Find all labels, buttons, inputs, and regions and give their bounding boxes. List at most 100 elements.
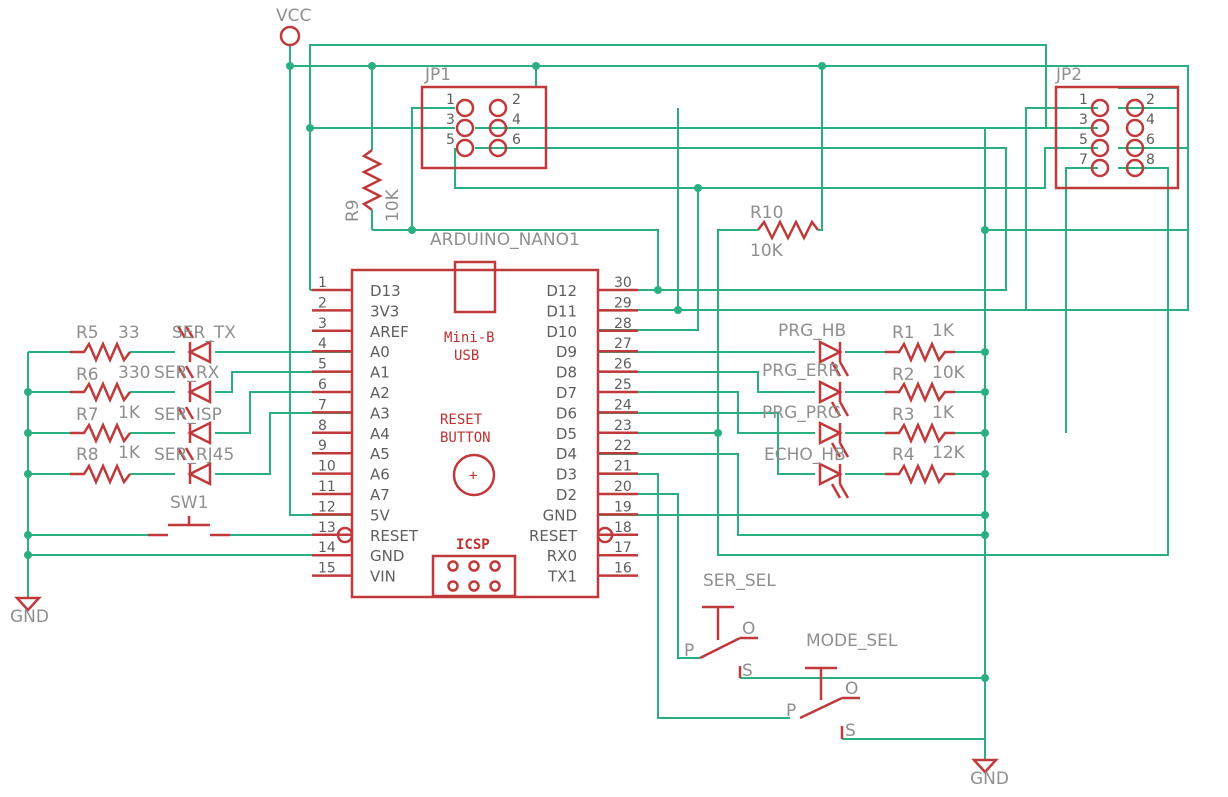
usb-label-2: USB [454,348,479,364]
jp1-pin-1: 1 [446,92,455,108]
arduino-right-pin-num: 23 [614,418,632,434]
arduino-right-pin-label: D11 [546,302,577,320]
led-ser-rj45-label: SER_RJ45 [154,445,234,465]
jp2-pin-3: 3 [1079,112,1088,128]
arduino-right-pin-label: D4 [556,445,577,463]
r4-name: R4 [892,445,915,465]
arduino-right-pin-label: D7 [556,384,577,402]
ser-sel-o: O [742,619,755,639]
jp1-pin-2: 2 [512,92,521,108]
arduino-left-pin-label: A0 [370,343,390,361]
led-prg-err-label: PRG_ERR [762,361,840,381]
led-ser-isp [176,406,212,446]
led-ser-rj45 [176,447,212,487]
arduino-right-pin-num: 24 [614,397,632,413]
arduino-right-pin-label: D8 [556,364,577,382]
r1-name: R1 [892,323,915,343]
r9-name: R9 [343,199,363,222]
arduino-left-pin-label: A2 [370,384,390,402]
jp2-name: JP2 [1055,65,1082,85]
svg-text:+: + [469,468,477,484]
arduino-right-pin-num: 30 [614,275,632,291]
jp1-pin-5: 5 [446,132,455,148]
r7-value: 1K [118,403,141,423]
gnd-symbol-left: GND [10,596,49,627]
sw1-label: SW1 [170,493,208,513]
jp1-pin-6: 6 [512,132,521,148]
arduino-left-pin-label: 3V3 [370,302,399,320]
arduino-right-pin-label: D3 [556,466,577,484]
arduino-left-pin-num: 4 [318,336,327,352]
arduino-left-pin-label: A7 [370,486,390,504]
resistor-r9: R9 10K [343,149,403,230]
arduino-left-pin-label: RESET [370,527,419,545]
r2-value: 10K [932,363,966,383]
arduino-right-pin-label: D6 [556,404,577,422]
arduino-left-pin-num: 12 [318,499,336,515]
arduino-left-pin-num: 5 [318,357,327,373]
led-prg-err [818,379,850,417]
arduino-right-pin-label: D9 [556,343,577,361]
arduino-right-pin-num: 22 [614,438,632,454]
jp2-pin-2: 2 [1146,92,1155,108]
junctions [24,62,989,682]
arduino-right-pin-label: GND [543,506,577,524]
gnd-right-label: GND [970,769,1009,789]
mode-sel-s: S [845,721,856,741]
led-echo-hb [818,461,850,499]
arduino-right-pin-label: D12 [546,282,577,300]
arduino-left-pin-num: 1 [318,275,327,291]
reset-button-label-2: BUTTON [440,430,491,446]
icsp-label: ICSP [456,537,490,553]
r9-value: 10K [383,188,403,222]
arduino-right-pin-label: D5 [556,425,577,443]
arduino-left-pin-label: 5V [370,506,391,524]
led-ser-rx-label: SER_RX [154,363,220,383]
wires [27,44,1189,760]
led-prg-prg [818,420,850,458]
arduino-left-pin-label: VIN [370,568,396,586]
reset-button-circle [452,453,496,497]
arduino-right-pin-label: RESET [529,527,578,545]
arduino-right-pin-num: 25 [614,377,632,393]
header-jp2: JP2 1 2 3 4 5 6 7 8 [1054,65,1180,190]
arduino-right-pin-num: 26 [614,357,632,373]
usb-label-1: Mini-B [444,330,495,346]
arduino-left-pin-num: 13 [318,520,336,536]
arduino-left-pin-num: 10 [318,459,336,475]
ser-sel-s: S [742,661,753,681]
arduino-left-pin-num: 15 [318,561,336,577]
arduino-right-pin-label: RX0 [547,547,577,565]
arduino-left-pin-num: 14 [318,540,336,556]
arduino-left-pin-label: A1 [370,364,390,382]
switch-sw1: SW1 [148,493,230,537]
r6-name: R6 [76,365,99,385]
arduino-left-pin-num: 6 [318,377,327,393]
arduino-right-pin-num: 19 [614,499,632,515]
jp2-pin-8: 8 [1146,152,1155,168]
arduino-left-pin-label: A6 [370,466,390,484]
jp2-pin-1: 1 [1079,92,1088,108]
led-ser-isp-label: SER_ISP [154,405,222,425]
resistor-r10: R10 10K [722,203,819,261]
arduino-right-pin-num: 17 [614,540,632,556]
header-jp1: JP1 1 2 3 4 5 6 [420,65,548,170]
vcc-symbol: VCC [276,6,311,47]
arduino-left-pin-num: 7 [318,397,327,413]
jp1-pin-4: 4 [512,112,521,128]
arduino-left-pin-num: 9 [318,438,327,454]
led-prg-prg-label: PRG_PRG [762,403,841,423]
mode-sel-p: P [786,701,796,721]
led-ser-rx [176,365,212,405]
arduino-left-pin-label: A5 [370,445,390,463]
reset-button-label-1: RESET [440,412,483,428]
r2-name: R2 [892,365,915,385]
arduino-right-pin-num: 29 [614,295,632,311]
r10-name: R10 [750,203,783,223]
led-ser-tx [176,325,212,365]
mode-sel-o: O [845,679,858,699]
r1-value: 1K [932,321,955,341]
ser-sel-p: P [684,641,694,661]
arduino-nano: ARDUINO_NANO1 Mini-B USB RESET BUTTON + … [312,230,638,599]
switch-ser-sel: SER_SEL P O S [684,571,776,681]
